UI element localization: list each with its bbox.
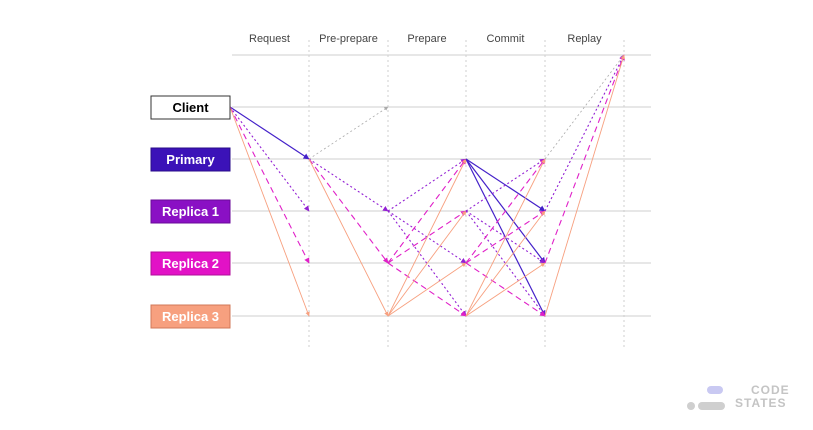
logo-text-line1: CODE — [751, 383, 790, 397]
commit-arrow — [465, 210, 546, 317]
node-label-text: Replica 1 — [162, 204, 219, 219]
commit-arrow — [465, 262, 546, 317]
node-label-text: Client — [172, 100, 209, 115]
prepare-arrow — [387, 158, 467, 264]
prepare-arrow — [387, 210, 467, 317]
node-label-text: Replica 2 — [162, 256, 219, 271]
preprepare-arrow-replica1 — [308, 158, 389, 212]
phase-labels: Request Pre-prepare Prepare Commit Replay — [249, 33, 602, 45]
code-states-logo: CODE STATES — [683, 384, 793, 414]
node-replica-2: Replica 2 — [150, 251, 231, 276]
logo-mark-icon — [683, 384, 731, 414]
preprepare-arrow-replica3 — [308, 158, 389, 317]
node-client: Client — [150, 95, 231, 120]
prepare-arrow — [387, 210, 467, 317]
prepare-arrow — [387, 158, 467, 212]
message-arrows — [229, 54, 625, 317]
replay-arrow — [544, 54, 625, 317]
commit-arrow — [465, 158, 546, 264]
prepare-arrow — [387, 262, 467, 317]
node-primary: Primary — [150, 147, 231, 172]
node-replica-1: Replica 1 — [150, 199, 231, 224]
request-arrow-replica2 — [229, 106, 310, 264]
phase-label-commit: Commit — [487, 33, 525, 45]
node-replica-3: Replica 3 — [150, 304, 231, 329]
replay-arrow — [544, 54, 625, 212]
commit-arrow — [465, 158, 546, 317]
prepare-arrow — [387, 158, 467, 317]
node-label-text: Primary — [166, 152, 215, 167]
phase-label-replay: Replay — [567, 33, 602, 45]
logo-text-line2: STATES — [735, 396, 787, 410]
phase-label-pre-prepare: Pre-prepare — [319, 33, 378, 45]
commit-arrow — [465, 158, 546, 212]
node-label-text: Replica 3 — [162, 309, 219, 324]
grid-lines — [232, 40, 651, 350]
request-arrow-primary — [229, 106, 310, 160]
phase-label-request: Request — [249, 33, 290, 45]
preprepare-arrow-replica2 — [308, 158, 389, 264]
request-arrow-replica3 — [229, 106, 310, 317]
commit-arrow — [465, 210, 546, 264]
phase-label-prepare: Prepare — [407, 33, 446, 45]
request-arrow-replica1 — [229, 106, 310, 212]
prepare-arrow — [387, 210, 467, 264]
replay-arrow — [544, 54, 625, 264]
replay-arrow — [544, 54, 625, 160]
preprepare-arrow-client — [308, 106, 389, 160]
commit-arrow — [465, 210, 546, 317]
prepare-arrow — [387, 262, 467, 317]
commit-arrow — [465, 262, 546, 317]
